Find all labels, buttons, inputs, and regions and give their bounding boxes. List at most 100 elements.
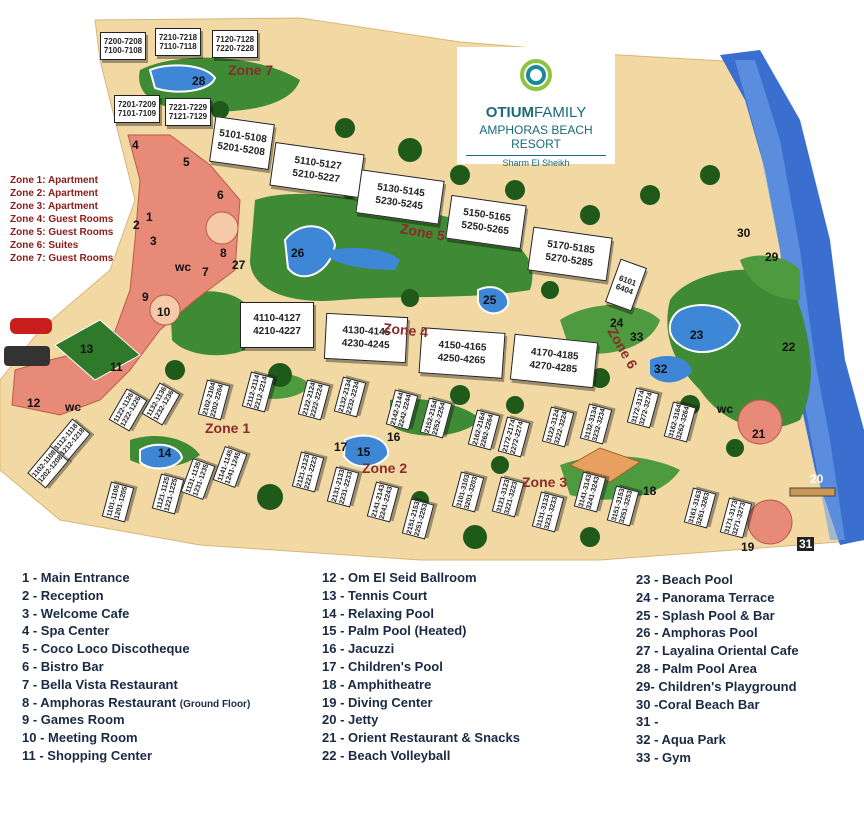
zone-2-label: Zone 2: [362, 460, 408, 476]
legend-item: 31 -: [636, 714, 659, 730]
jetty: [789, 487, 836, 497]
legend-item: 3 - Welcome Cafe: [22, 605, 130, 621]
legend-item: 18 - Amphitheatre: [322, 676, 432, 692]
marker-10: 10: [157, 305, 171, 319]
legend-item: 19 - Diving Center: [322, 694, 433, 710]
legend-item: 17 - Children's Pool: [322, 658, 443, 674]
zone-legend: Zone 1: Apartment Zone 2: Apartment Zone…: [10, 174, 113, 265]
pool-28: [148, 64, 217, 93]
legend-item-with-note: 8 - Amphoras Restaurant (Ground Floor): [22, 694, 251, 710]
map-artwork: [0, 17, 864, 561]
dark-car: [4, 346, 50, 366]
legend-item: 27 - Layalina Oriental Cafe: [636, 643, 799, 659]
legend-item: 30 -Coral Beach Bar: [636, 696, 760, 712]
marker-9: 9: [142, 290, 149, 304]
marker-16: 16: [387, 430, 401, 444]
marker-33: 33: [630, 330, 644, 344]
marker-19: 19: [741, 540, 755, 554]
marker-12: 12: [27, 396, 41, 410]
legend-column-1: 1 - Main Entrance 2 - Reception 3 - Welc…: [22, 570, 250, 766]
wc-marker: wc: [175, 260, 192, 274]
brand-light: FAMILY: [534, 104, 587, 121]
legend-item: 16 - Jacuzzi: [322, 641, 395, 657]
brand-bold: OTIUM: [485, 104, 535, 121]
marker-17: 17: [334, 440, 348, 454]
legend-item: 28 - Palm Pool Area: [636, 660, 757, 676]
pool-15: [342, 434, 390, 468]
legend-item: 26 - Amphoras Pool: [636, 625, 758, 641]
pool-32: [650, 356, 692, 383]
marker-8: 8: [220, 246, 227, 260]
pool-14: [139, 443, 184, 470]
zone-3-label: Zone 3: [522, 474, 568, 490]
diving-center: [747, 499, 793, 545]
zone-legend-item: Zone 1: Apartment: [10, 175, 98, 186]
marker-20: 20: [810, 472, 824, 486]
marker-26: 26: [291, 246, 305, 260]
zone-7-label: Zone 7: [228, 62, 274, 78]
marker-3: 3: [150, 234, 157, 248]
zone-legend-item: Zone 7: Guest Rooms: [10, 253, 114, 264]
marker-27: 27: [232, 258, 246, 272]
pool-26: [283, 225, 337, 278]
marker-30: 30: [737, 226, 751, 240]
marker-4: 4: [132, 138, 139, 152]
legend-item: 5 - Coco Loco Discotheque: [22, 641, 190, 657]
legend-item: 25 - Splash Pool & Bar: [636, 607, 775, 623]
tennis-court: [54, 319, 141, 381]
legend-item: 22 - Beach Volleyball: [322, 747, 451, 763]
pool-23: [668, 304, 742, 354]
wc-marker: wc: [65, 400, 82, 414]
legend-item: 20 - Jetty: [322, 712, 379, 728]
marker-1: 1: [146, 210, 153, 224]
legend-item: 2 - Reception: [22, 587, 104, 603]
legend-item: 14 - Relaxing Pool: [322, 605, 434, 621]
resort-map: Zone 1: Apartment Zone 2: Apartment Zone…: [0, 17, 864, 561]
legend-item: 11 - Shopping Center: [22, 747, 153, 763]
marker-29: 29: [765, 250, 779, 264]
resort-logo: OTIUMFAMILY AMPHORAS BEACH RESORT Sharm …: [457, 47, 615, 168]
legend-item: 4 - Spa Center: [22, 623, 110, 639]
legend-item: 29- Children's Playground: [636, 678, 797, 694]
swirl-logo-icon: [520, 59, 552, 91]
marker-23: 23: [690, 328, 704, 342]
marker-21: 21: [752, 427, 766, 441]
pool-25: [477, 286, 510, 315]
zone-legend-item: Zone 4: Guest Rooms: [10, 214, 114, 225]
legend-note: (Ground Floor): [179, 698, 251, 710]
marker-31: 31: [797, 537, 815, 551]
legend-item: 12 - Om El Seid Ballroom: [322, 570, 477, 585]
marker-14: 14: [158, 446, 172, 460]
legend-item: 9 - Games Room: [22, 712, 125, 728]
zone-legend-item: Zone 3: Apartment: [10, 201, 98, 212]
zone-legend-item: Zone 5: Guest Rooms: [10, 227, 114, 238]
resort-name: AMPHORAS BEACH RESORT: [479, 123, 593, 151]
legend-item: 13 - Tennis Court: [322, 587, 428, 603]
marker-13: 13: [80, 342, 94, 356]
legend-item: 7 - Bella Vista Restaurant: [22, 676, 178, 692]
marker-18: 18: [643, 484, 657, 498]
marker-15: 15: [357, 445, 371, 459]
zone-1-label: Zone 1: [205, 420, 251, 436]
orient-restaurant: [737, 399, 783, 445]
legend-column-3: 23 - Beach Pool 24 - Panorama Terrace 25…: [636, 572, 799, 768]
marker-5: 5: [183, 155, 190, 169]
legend-item: 6 - Bistro Bar: [22, 658, 104, 674]
marker-25: 25: [483, 293, 497, 307]
legend-item: 32 - Aqua Park: [636, 732, 726, 748]
zone-legend-item: Zone 2: Apartment: [10, 188, 98, 199]
zone-legend-item: Zone 6: Suites: [10, 240, 79, 251]
legend-item: 21 - Orient Restaurant & Snacks: [322, 730, 520, 746]
legend-item: 24 - Panorama Terrace: [636, 589, 775, 605]
grass-zone4: [170, 291, 250, 356]
marker-7: 7: [202, 265, 209, 279]
legend-item: 1 - Main Entrance: [22, 570, 130, 585]
